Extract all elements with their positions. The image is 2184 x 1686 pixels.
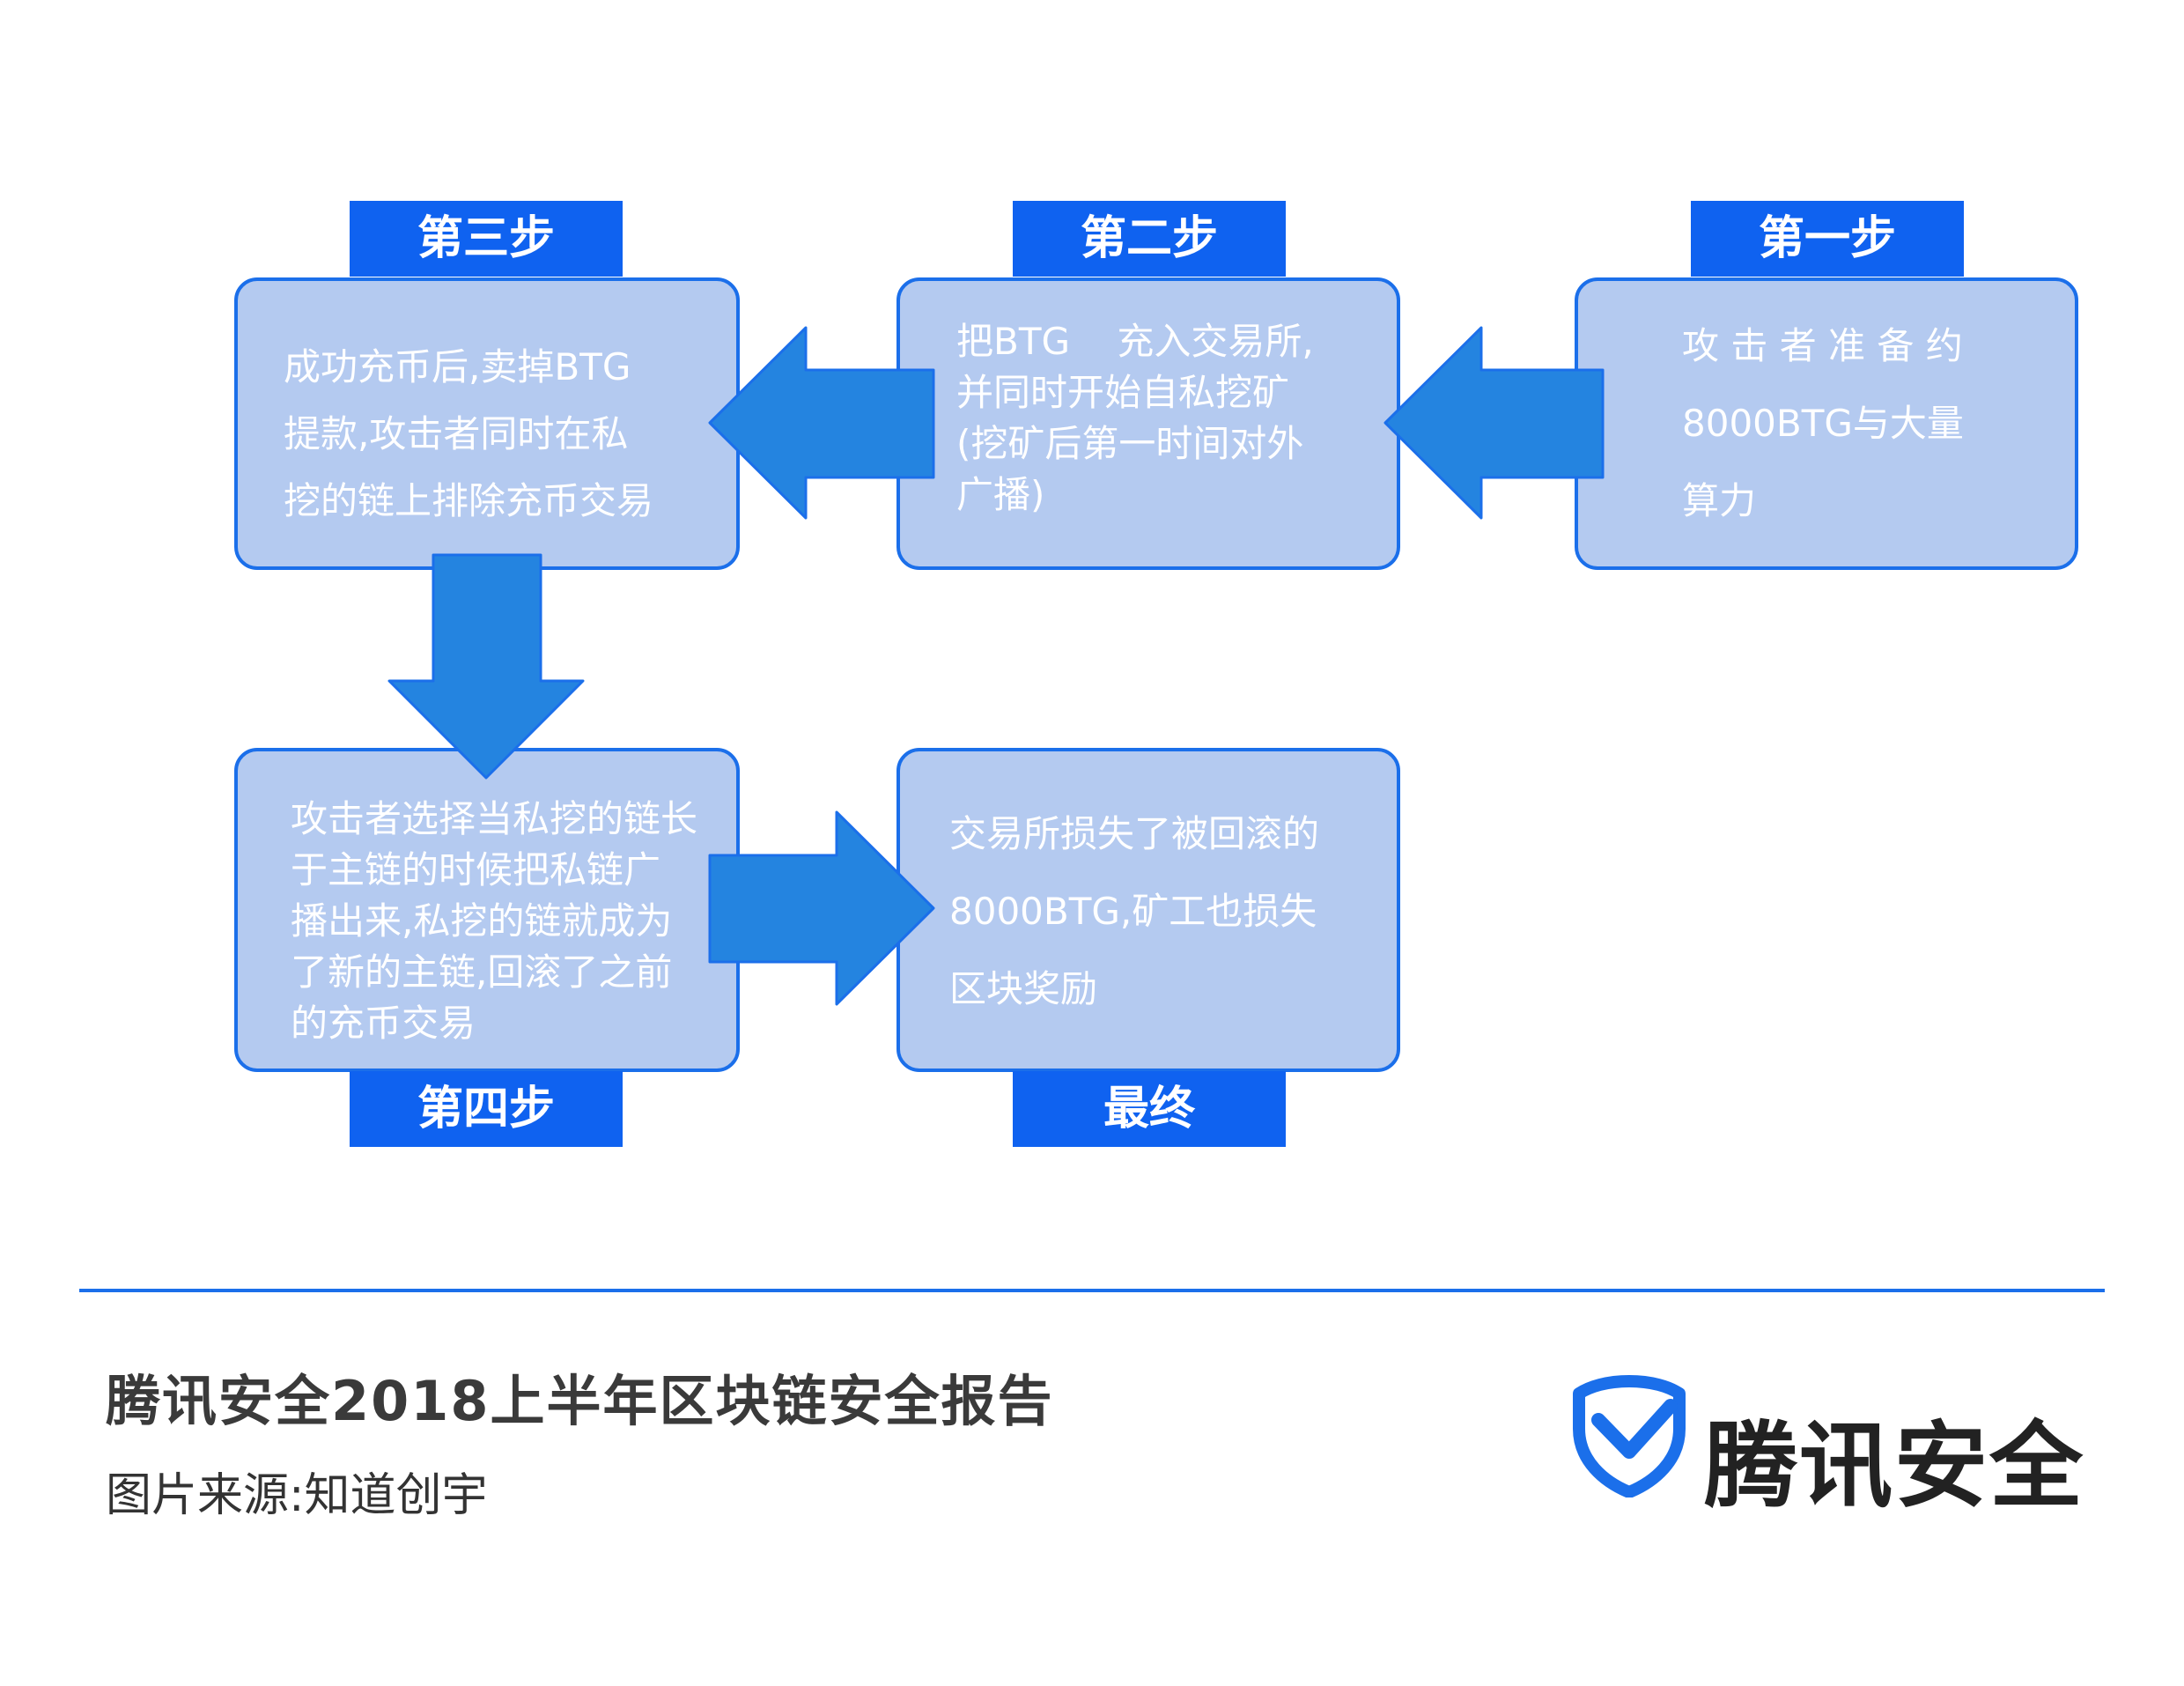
image-source: 图片来源:知道创宇 [106,1469,488,1522]
report-title: 腾讯安全2018上半年区块链安全报告 [106,1369,1054,1433]
step1-text: 攻 击 者 准 备 约 8000BTG与大量 算力 [1682,324,1964,522]
step3-text: 成功充币后,卖掉BTG 提款,攻击者同时在私 挖的链上排除充币交易 [284,345,654,522]
arrow-step2-to-step3 [708,326,935,520]
step1-box: 攻 击 者 准 备 约 8000BTG与大量 算力 [1575,277,2078,570]
arrow-step4-to-final [708,810,935,1006]
step3-box: 成功充币后,卖掉BTG 提款,攻击者同时在私 挖的链上排除充币交易 [234,277,740,570]
step4-label: 第四步 [350,1071,623,1147]
step4-text: 攻击者选择当私挖的链长 于主链的时候把私链广 播出来,私挖的链就成为 了新的主链… [291,797,698,1045]
arrow-step3-to-step4 [387,553,585,780]
final-label: 最终 [1013,1071,1286,1147]
final-text: 交易所损失了被回滚的 8000BTG,矿工也损失 区块奖励 [949,812,1320,1010]
step1-label: 第一步 [1691,201,1964,277]
step2-box: 把BTG 充入交易所, 并同时开始自私挖矿 (挖矿后第一时间对外 广播) [896,277,1400,570]
arrow-step1-to-step2 [1383,326,1605,520]
step2-label: 第二步 [1013,201,1286,277]
step4-box: 攻击者选择当私挖的链长 于主链的时候把私链广 播出来,私挖的链就成为 了新的主链… [234,748,740,1072]
shield-check-icon [1573,1375,1686,1497]
final-box: 交易所损失了被回滚的 8000BTG,矿工也损失 区块奖励 [896,748,1400,1072]
footer-divider [79,1289,2105,1292]
step2-text: 把BTG 充入交易所, 并同时开始自私挖矿 (挖矿后第一时间对外 广播) [956,320,1314,516]
step3-label: 第三步 [350,201,623,277]
brand-name: 腾讯安全 [1704,1412,2084,1520]
